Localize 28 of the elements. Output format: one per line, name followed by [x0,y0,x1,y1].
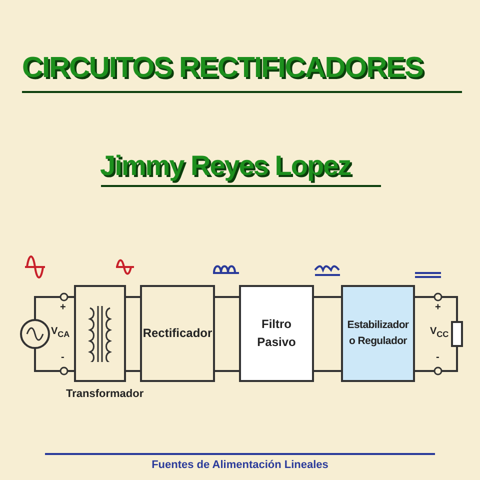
wire [314,296,341,298]
footer-caption: Fuentes de Alimentación Lineales [150,459,330,471]
voltage-label: V$_{CC}$ [430,326,449,339]
voltage-label: V$_{CA}$ [51,326,70,339]
process-box [140,285,215,382]
polarity-sign: + [435,302,441,313]
polarity-sign: - [61,352,64,363]
polarity-sign: + [60,302,66,313]
wire [126,296,140,298]
polarity-sign: - [436,352,440,363]
block-label: Filtro Pasivo [256,316,297,350]
wire [126,370,140,372]
wire [34,348,74,372]
author-name: Jimmy Reyes Lopez [100,150,351,182]
block-label: Estabilizador o Regulador [346,318,410,348]
wire [215,296,239,298]
process-box [239,285,314,382]
wire [314,370,341,372]
wire [415,296,458,322]
wire [34,296,74,320]
wire [415,346,458,372]
process-box [341,285,415,382]
ac-source-symbol [20,319,50,349]
resistor-symbol [451,321,463,347]
wire [215,370,239,372]
block-label: Transformador [66,388,144,400]
block-label: Rectificador [142,324,212,342]
slide-title: CIRCUITOS RECTIFICADORES [22,52,423,85]
